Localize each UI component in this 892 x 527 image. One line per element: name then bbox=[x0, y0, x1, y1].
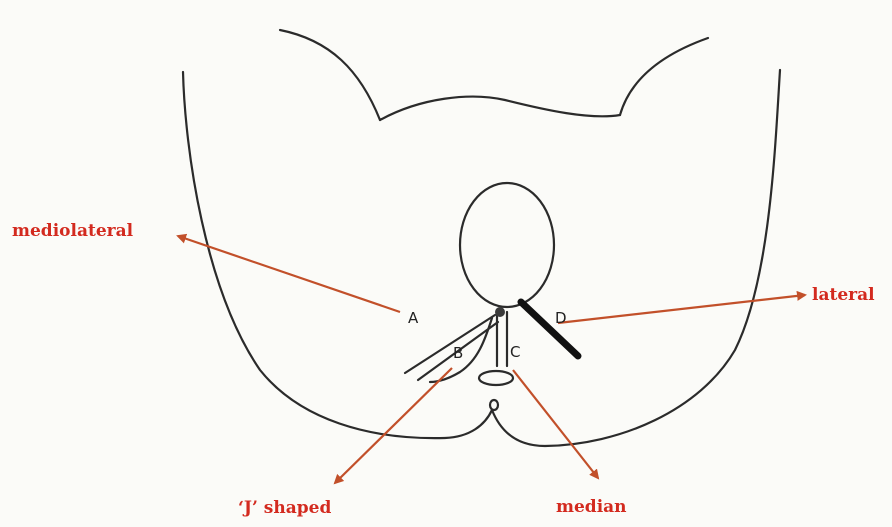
label-d: D bbox=[555, 309, 567, 327]
label-arrows bbox=[178, 236, 805, 483]
arrow-mediolateral bbox=[178, 236, 400, 312]
anus bbox=[479, 371, 513, 385]
anatomy-outline bbox=[183, 30, 780, 446]
label-lateral: lateral bbox=[812, 285, 875, 305]
left-thigh-curve bbox=[280, 30, 380, 120]
arrow-median bbox=[513, 370, 598, 478]
label-median: median bbox=[556, 497, 627, 517]
label-c: C bbox=[510, 343, 520, 361]
arrow-lateral bbox=[558, 295, 805, 323]
upper-crease bbox=[380, 97, 620, 120]
arrow-j-shaped bbox=[335, 368, 452, 483]
label-j-shaped: ‘J’ shaped bbox=[238, 498, 331, 518]
incision-d-lateral bbox=[521, 302, 578, 356]
right-thigh-curve bbox=[620, 38, 708, 115]
fourchette-point bbox=[495, 307, 505, 317]
label-b: B bbox=[453, 344, 463, 362]
vaginal-opening bbox=[460, 183, 554, 307]
incision-c-median bbox=[497, 312, 507, 366]
incision-a-mediolateral bbox=[405, 315, 498, 380]
label-mediolateral: mediolateral bbox=[12, 221, 134, 241]
incision-lines bbox=[405, 302, 578, 382]
anal-mark bbox=[490, 400, 498, 410]
left-buttock-outline bbox=[183, 72, 492, 438]
label-a: A bbox=[408, 309, 419, 327]
right-buttock-outline bbox=[492, 70, 780, 446]
